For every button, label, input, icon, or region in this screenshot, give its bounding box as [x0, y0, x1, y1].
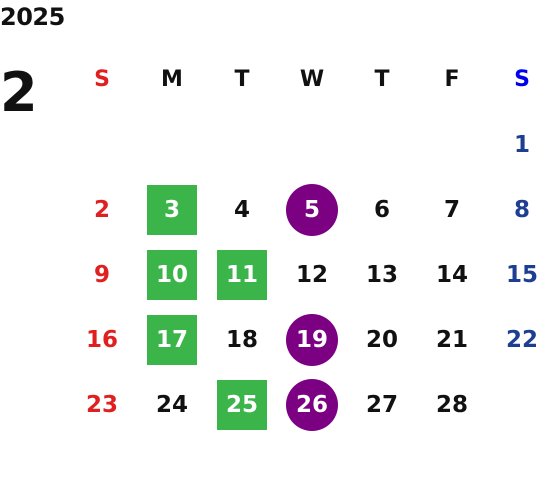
day-number: 6 — [373, 196, 390, 223]
day-number: 9 — [93, 261, 110, 288]
day-cell[interactable]: 6 — [347, 177, 417, 242]
day-cell[interactable]: 27 — [347, 372, 417, 437]
day-cell[interactable]: 12 — [277, 242, 347, 307]
day-cell[interactable]: 15 — [487, 242, 548, 307]
purple-marked-day: 5 — [286, 183, 338, 236]
day-number: 1 — [513, 131, 530, 158]
day-cell[interactable]: 23 — [67, 372, 137, 437]
empty-day-cell — [137, 437, 207, 502]
empty-day-cell — [207, 112, 277, 177]
day-cell[interactable]: 25 — [207, 372, 277, 437]
day-cell[interactable]: 21 — [417, 307, 487, 372]
weekday-header-monday: M — [161, 67, 183, 92]
day-number: 22 — [505, 326, 538, 353]
day-cell[interactable]: 16 — [67, 307, 137, 372]
empty-day-cell — [347, 437, 417, 502]
day-cell[interactable]: 20 — [347, 307, 417, 372]
day-cell[interactable]: 11 — [207, 242, 277, 307]
day-cell[interactable]: 1 — [487, 112, 548, 177]
day-cell[interactable]: 24 — [137, 372, 207, 437]
day-cell[interactable]: 2 — [67, 177, 137, 242]
day-cell[interactable]: 5 — [277, 177, 347, 242]
month-number: 2 — [0, 61, 38, 124]
purple-marked-day: 26 — [286, 378, 338, 431]
empty-day-cell — [487, 372, 548, 437]
day-cell[interactable]: 3 — [137, 177, 207, 242]
empty-day-cell — [67, 112, 137, 177]
day-number: 4 — [233, 196, 250, 223]
weekday-header-sunday: S — [94, 67, 110, 92]
weekday-header-wednesday: W — [299, 67, 325, 92]
day-cell[interactable]: 8 — [487, 177, 548, 242]
day-cell[interactable]: 26 — [277, 372, 347, 437]
empty-day-cell — [137, 112, 207, 177]
empty-day-cell — [487, 437, 548, 502]
green-marked-day: 3 — [147, 184, 197, 235]
day-number: 21 — [435, 326, 468, 353]
day-number: 24 — [155, 391, 188, 418]
day-number: 28 — [435, 391, 468, 418]
day-cell[interactable]: 14 — [417, 242, 487, 307]
green-marked-day: 25 — [217, 379, 267, 430]
day-number: 13 — [365, 261, 398, 288]
day-cell[interactable]: 13 — [347, 242, 417, 307]
day-number: 2 — [93, 196, 110, 223]
day-cell[interactable]: 17 — [137, 307, 207, 372]
green-marked-day: 11 — [217, 249, 267, 300]
empty-day-cell — [277, 437, 347, 502]
day-number: 14 — [435, 261, 468, 288]
empty-day-cell — [347, 112, 417, 177]
day-cell[interactable]: 10 — [137, 242, 207, 307]
day-cell[interactable]: 22 — [487, 307, 548, 372]
day-cell[interactable]: 28 — [417, 372, 487, 437]
green-marked-day: 10 — [147, 249, 197, 300]
empty-day-cell — [277, 112, 347, 177]
empty-day-cell — [417, 112, 487, 177]
weekday-header-friday: F — [444, 67, 460, 92]
year-label: 2025 — [0, 3, 65, 31]
day-number: 15 — [505, 261, 538, 288]
day-number: 7 — [443, 196, 460, 223]
weekday-header-saturday: S — [514, 67, 530, 92]
purple-marked-day: 19 — [286, 313, 338, 366]
green-marked-day: 17 — [147, 314, 197, 365]
empty-day-cell — [417, 437, 487, 502]
day-number: 16 — [85, 326, 118, 353]
day-number: 12 — [295, 261, 328, 288]
day-cell[interactable]: 4 — [207, 177, 277, 242]
day-cell[interactable]: 9 — [67, 242, 137, 307]
day-cell[interactable]: 19 — [277, 307, 347, 372]
empty-day-cell — [207, 437, 277, 502]
day-cell[interactable]: 18 — [207, 307, 277, 372]
day-number: 27 — [365, 391, 398, 418]
weekday-header-tuesday: T — [234, 67, 250, 92]
day-number: 23 — [85, 391, 118, 418]
day-number: 18 — [225, 326, 258, 353]
day-cell[interactable]: 7 — [417, 177, 487, 242]
day-number: 8 — [513, 196, 530, 223]
weekday-header-thursday: T — [374, 67, 390, 92]
empty-day-cell — [67, 437, 137, 502]
day-number: 20 — [365, 326, 398, 353]
